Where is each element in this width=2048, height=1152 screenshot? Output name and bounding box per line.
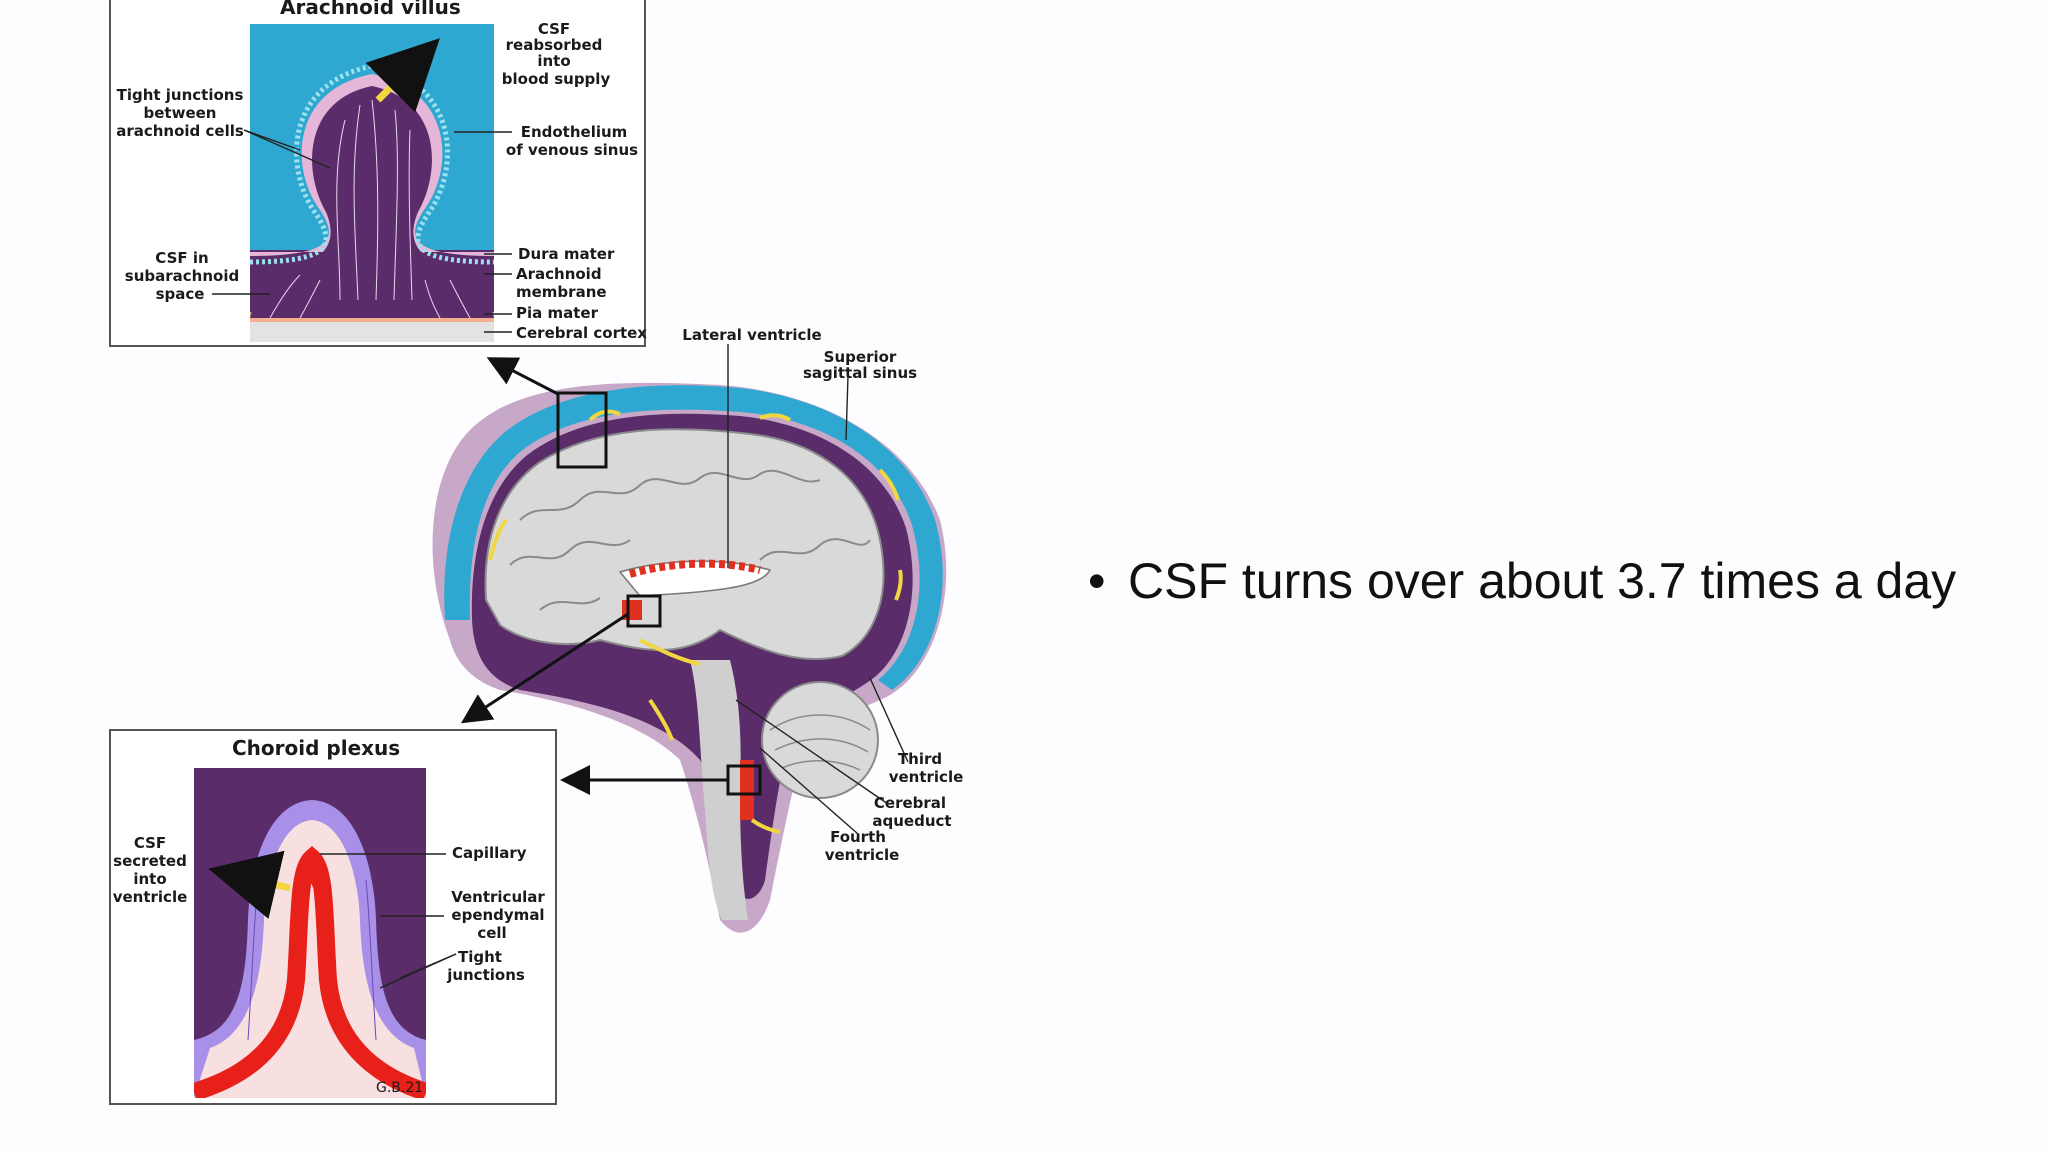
bullet-text: CSF turns over about 3.7 times a day <box>1128 553 1957 609</box>
bullet-symbol: • <box>1088 553 1106 609</box>
choroid-plexus-title: Choroid plexus <box>232 736 400 760</box>
label-csf-subarachnoid-1: CSF in <box>155 249 208 267</box>
choroid-plexus-inset: Choroid plexus G.B.21 CSF secreted into … <box>109 729 557 1105</box>
label-csf-subarachnoid-2: subarachnoid <box>125 267 239 285</box>
label-third-ventricle-2: ventricle <box>889 768 964 786</box>
label-ventricular-ependymal-3: cell <box>477 924 506 942</box>
label-pia-mater: Pia mater <box>516 304 599 322</box>
label-csf-secreted-4: ventricle <box>113 888 188 906</box>
label-dura-mater: Dura mater <box>518 245 615 263</box>
label-arachnoid-membrane-2: membrane <box>516 283 607 301</box>
label-cerebral-aqueduct-2: aqueduct <box>872 812 951 830</box>
label-csf-reabsorbed-3: into <box>537 52 570 70</box>
label-tight-junctions-2: between <box>144 104 217 122</box>
label-superior-sinus-1: Superior <box>824 348 897 366</box>
label-arachnoid-membrane-1: Arachnoid <box>516 265 602 283</box>
arachnoid-villus-inset: Arachnoid villus CSF reabsorbed into blo… <box>109 0 647 347</box>
label-third-ventricle-1: Third <box>898 750 942 768</box>
label-endothelium-1: Endothelium <box>521 123 628 141</box>
label-superior-sinus-2: sagittal sinus <box>803 364 917 382</box>
label-fourth-ventricle-2: ventricle <box>825 846 900 864</box>
label-ventricular-ependymal-1: Ventricular <box>451 888 545 906</box>
label-tight-junctions-4: Tight <box>458 948 502 966</box>
brain-sagittal-view: Lateral ventricle Superior sagittal sinu… <box>432 326 964 933</box>
label-csf-reabsorbed-4: blood supply <box>502 70 611 88</box>
label-tight-junctions-1: Tight junctions <box>117 86 244 104</box>
label-csf-secreted-2: secreted <box>113 852 187 870</box>
label-capillary: Capillary <box>452 844 527 862</box>
label-ventricular-ependymal-2: ependymal <box>451 906 544 924</box>
label-csf-secreted-1: CSF <box>134 834 166 852</box>
arachnoid-villus-title: Arachnoid villus <box>280 0 461 19</box>
label-csf-reabsorbed-2: reabsorbed <box>506 36 603 54</box>
label-cerebral-cortex: Cerebral cortex <box>516 324 647 342</box>
label-fourth-ventricle-1: Fourth <box>830 828 886 846</box>
label-csf-subarachnoid-3: space <box>156 285 205 303</box>
label-tight-junctions-3: arachnoid cells <box>116 122 244 140</box>
label-csf-reabsorbed-1: CSF <box>538 20 570 38</box>
choroid-signature: G.B.21 <box>376 1080 423 1096</box>
label-lateral-ventricle: Lateral ventricle <box>682 326 821 344</box>
label-csf-secreted-3: into <box>133 870 166 888</box>
label-tight-junctions-5: junctions <box>446 966 525 984</box>
label-endothelium-2: of venous sinus <box>506 141 638 159</box>
label-cerebral-aqueduct-1: Cerebral <box>874 794 946 812</box>
